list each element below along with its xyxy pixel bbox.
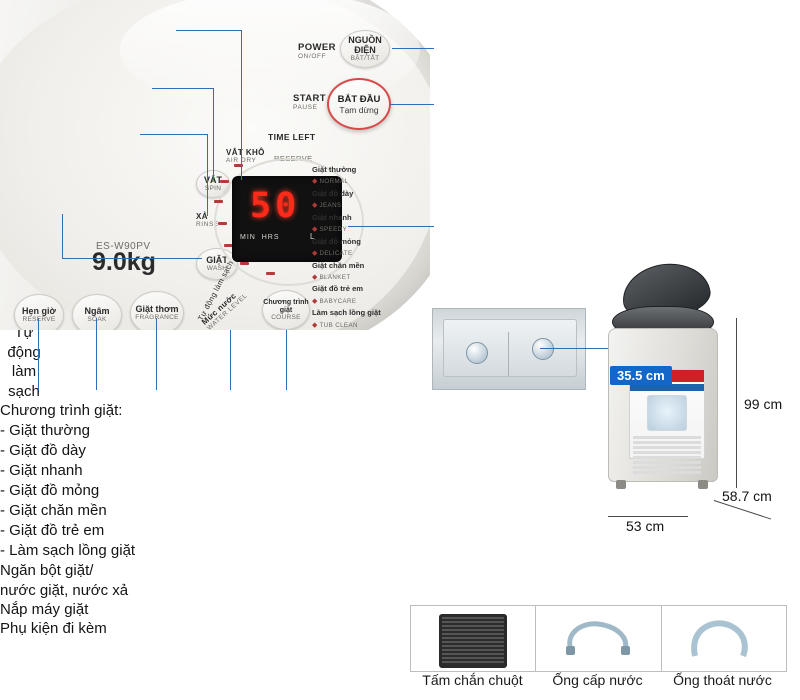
drawer-cap-left <box>466 342 488 364</box>
machine-foot-left <box>616 480 626 489</box>
leader-hen-gio <box>38 318 40 390</box>
leader-drawer <box>540 348 612 350</box>
machine-foot-right <box>698 480 708 489</box>
leader-bat-tat <box>392 48 434 50</box>
washing-machine-photo <box>604 258 722 505</box>
rinse-label: XẢ RINSE <box>196 212 219 228</box>
leader-giat-v <box>62 214 64 259</box>
start-label: START PAUSE <box>293 93 326 111</box>
leader-giat-thom <box>156 318 158 390</box>
label-height: 99 cm <box>744 396 783 412</box>
detergent-drawer-photo <box>432 308 586 390</box>
display-min-hrs: MIN HRS <box>240 234 280 241</box>
accessory-label-1: Tấm chắn chuột <box>422 672 523 688</box>
drain-hose-icon <box>690 620 748 658</box>
leader-xa-v <box>207 134 209 216</box>
leader-man-hinh <box>348 226 434 228</box>
leader-ngam <box>96 318 98 390</box>
machine-body <box>608 328 718 482</box>
leader-vat-kho-v <box>241 30 243 180</box>
program-list: Giặt thường◆ NORMAL Giặt đồ dày◆ JEANS G… <box>312 165 381 329</box>
width-dim-line <box>608 516 688 517</box>
leader-giat-h <box>62 258 202 260</box>
leader-vat-v <box>213 88 215 180</box>
label-nap-may-giat: Nắp máy giặt <box>0 601 89 619</box>
leader-vat-kho-h <box>176 30 242 32</box>
label-depth: 58.7 cm <box>722 488 772 504</box>
display-liter-unit: L <box>310 232 315 241</box>
inlet-hose-icon <box>566 621 631 655</box>
leader-bat-dau <box>390 104 434 106</box>
accessory-label-2: Ống cấp nước <box>552 672 643 688</box>
control-panel-photo: POWER ON/OFF NGUỒN ĐIỆN BẬT/TẮT START PA… <box>0 0 430 330</box>
leader-chuong-trinh <box>286 330 288 390</box>
height-dim-line <box>736 318 737 488</box>
label-chuong-trinh: Chương trình giặt: - Giặt thường - Giặt … <box>0 402 136 559</box>
capacity-label: 9.0kg <box>92 248 156 276</box>
time-left-label: TIME LEFT <box>268 132 316 142</box>
start-pause-button[interactable]: BẮT ĐẦU Tạm dừng <box>327 78 391 130</box>
accessory-cell-3 <box>661 606 786 671</box>
accessory-label-3: Ống thoát nước <box>673 672 772 688</box>
model-number: ES-W90PV <box>96 241 151 252</box>
leader-vat-h <box>152 88 214 90</box>
power-button[interactable]: NGUỒN ĐIỆN BẬT/TẮT <box>340 30 390 68</box>
accessory-captions: Tấm chắn chuột Ống cấp nước Ống thoát nư… <box>410 672 785 688</box>
air-dry-label: VẮT KHÔ AIR DRY <box>226 148 265 164</box>
accessory-cell-1 <box>411 606 537 671</box>
label-ngan-bot-giat: Ngăn bột giặt/nước giặt, nước xả <box>0 561 129 600</box>
leader-xa-h <box>140 134 208 136</box>
display-value: 50 <box>250 186 301 226</box>
mesh-filter-icon <box>439 614 508 668</box>
label-phu-kien: Phụ kiện đi kèm <box>0 619 107 637</box>
leader-muc-nuoc <box>230 330 232 390</box>
program-dial[interactable] <box>214 158 364 286</box>
lcd-display: 50 MIN HRS L <box>232 176 342 262</box>
accessory-cell-2 <box>536 606 662 671</box>
label-width: 53 cm <box>626 518 665 534</box>
accessories-box <box>410 605 787 672</box>
width-dimension-badge: 35.5 cm <box>610 366 672 385</box>
power-label: POWER ON/OFF <box>298 42 336 60</box>
wash-button[interactable]: GIẶT WASH <box>196 248 238 280</box>
